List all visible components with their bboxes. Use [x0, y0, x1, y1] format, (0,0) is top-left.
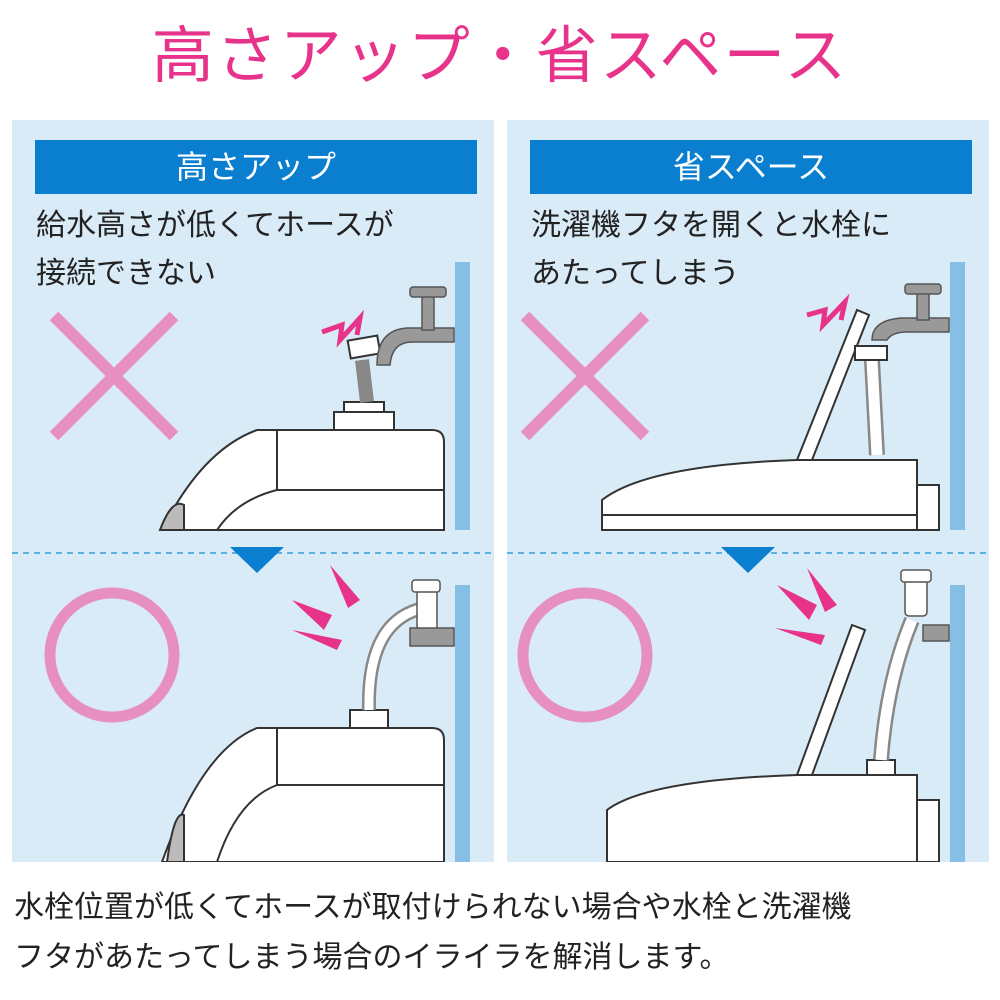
alert-spark-icon	[321, 309, 364, 348]
washing-machine	[158, 401, 445, 531]
panel-height-up: 高さアップ 給水高さが低くてホースが 接続できない	[12, 120, 494, 862]
alert-burst-icon	[775, 568, 837, 645]
wall	[950, 262, 965, 530]
arrow-down-icon	[721, 547, 775, 573]
heading-height-up: 高さアップ	[35, 140, 477, 194]
summary-line: 水栓位置が低くてホースが取付けられない場合や水栓と洗濯機	[14, 890, 852, 925]
wall	[455, 262, 470, 530]
alert-spark-icon	[806, 293, 850, 333]
hose	[355, 359, 374, 403]
description-line: 接続できない	[36, 256, 216, 291]
description-height-up: 給水高さが低くてホースが 接続できない	[36, 202, 486, 298]
wall	[455, 585, 470, 862]
summary-text: 水栓位置が低くてホースが取付けられない場合や水栓と洗濯機 フタがあたってしまう場…	[14, 883, 994, 983]
summary-line: フタがあたってしまう場合のイライラを解消します。	[14, 940, 730, 975]
wall	[950, 585, 965, 862]
page-title: 高さアップ・省スペース	[151, 19, 849, 92]
circle-mark-icon	[44, 587, 180, 723]
faucet-icon	[871, 283, 950, 341]
alert-burst-icon	[292, 565, 360, 650]
x-mark-icon	[520, 311, 650, 441]
arrow-down-icon	[230, 547, 284, 573]
faucet-icon	[376, 286, 455, 366]
description-space-saving: 洗濯機フタを開くと水栓に あたってしまう	[531, 202, 981, 298]
heading-space-saving: 省スペース	[530, 140, 972, 194]
illustration-space-saving	[507, 262, 989, 862]
circle-mark-icon	[517, 587, 653, 723]
illustration-height-up	[12, 262, 494, 862]
panel-space-saving: 省スペース 洗濯機フタを開くと水栓に あたってしまう	[507, 120, 989, 862]
washing-machine	[601, 308, 940, 531]
faucet-icon	[900, 569, 950, 642]
faucet-icon	[409, 579, 455, 647]
x-mark-icon	[49, 311, 179, 441]
description-line: 洗濯機フタを開くと水栓に	[531, 208, 891, 243]
description-line: あたってしまう	[531, 256, 740, 291]
description-line: 給水高さが低くてホースが	[36, 208, 394, 243]
